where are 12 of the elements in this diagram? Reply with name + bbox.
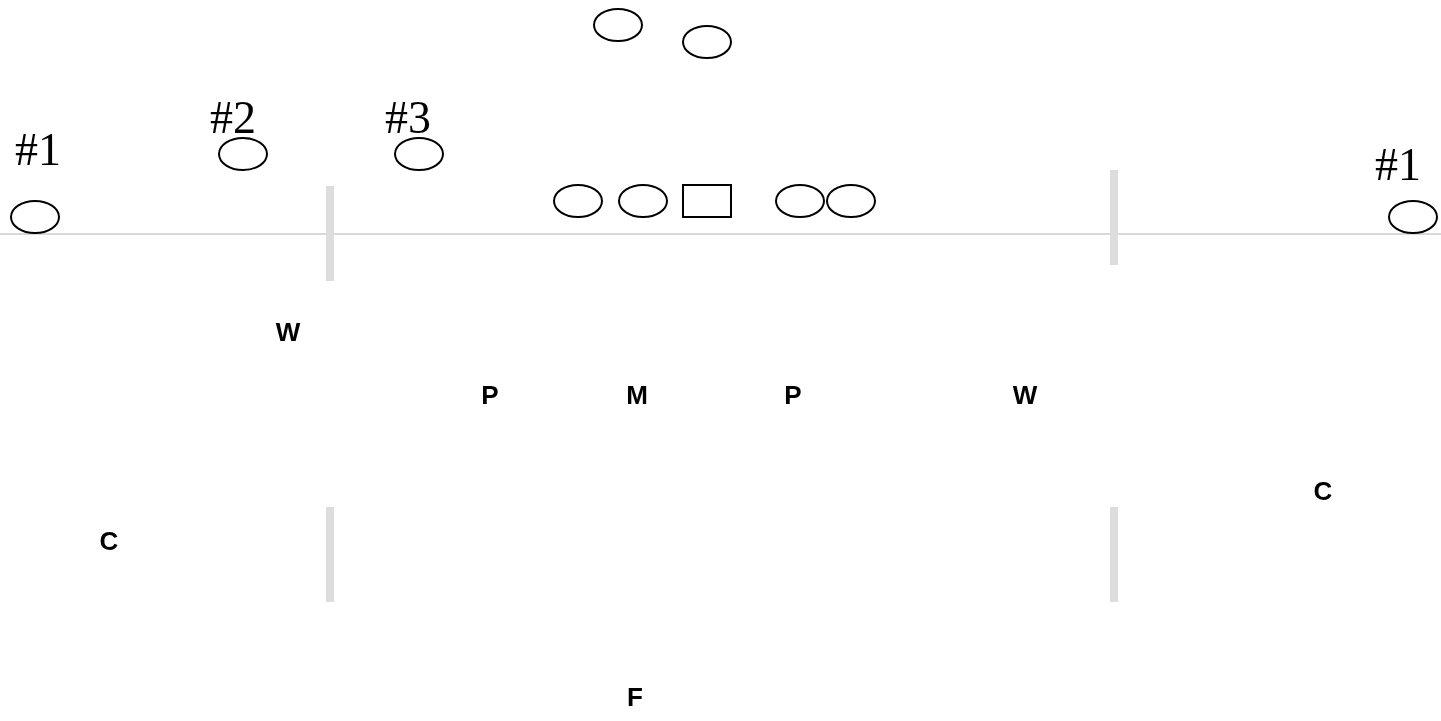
receiver-number: #1 (15, 127, 61, 173)
defender-letter: P (784, 382, 802, 408)
defender-letter: W (275, 319, 301, 345)
defender-letter: P (481, 382, 499, 408)
defender-letter: W (1012, 382, 1038, 408)
receiver-number: #3 (385, 95, 431, 141)
defender-letter: C (99, 528, 119, 554)
receiver-number: #1 (1375, 142, 1421, 188)
receiver-number: #2 (210, 95, 256, 141)
defender-letter: M (626, 382, 648, 408)
defender-letter: F (627, 684, 643, 710)
defender-letter: C (1313, 478, 1333, 504)
